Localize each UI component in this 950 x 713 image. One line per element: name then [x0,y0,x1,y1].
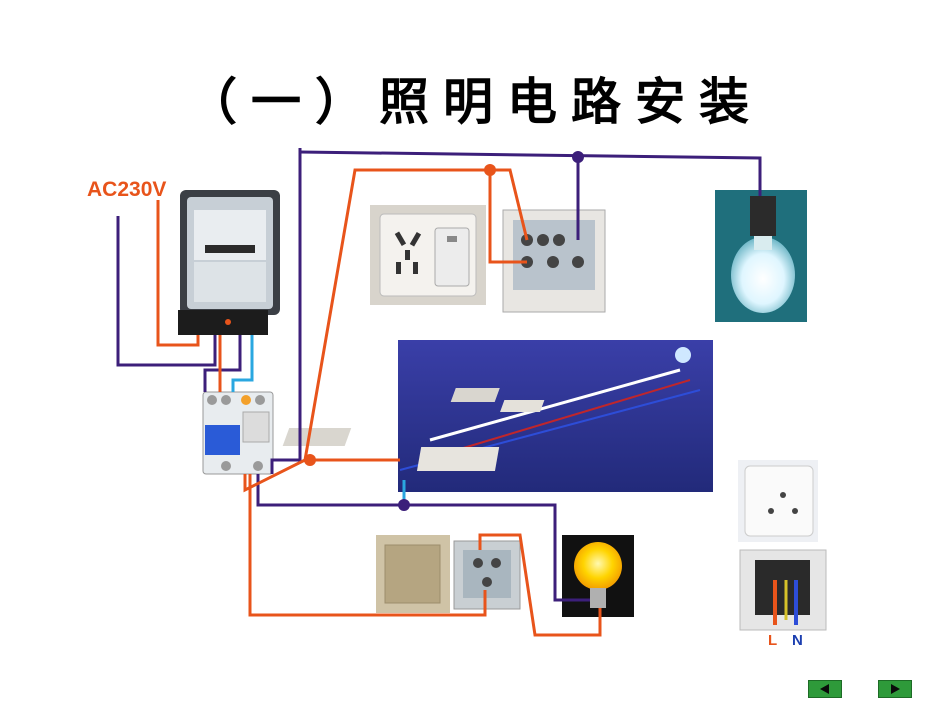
wall-socket-back-photo [739,549,827,631]
junction-dot [304,454,316,466]
lit-bulb-photo [562,535,634,617]
junction-dot [572,151,584,163]
neutral-wire-network [116,148,762,602]
neutral-terminal-label: N [792,632,803,649]
wall-socket-photo [738,460,818,542]
ceiling-bulb-photo [715,190,807,322]
circuit-breaker [202,391,274,475]
socket-front-photo [370,205,486,305]
electricity-meter [178,190,280,335]
switch-back-photo [453,540,521,610]
live-terminal-label: L [768,632,778,649]
triangle-left-icon [820,684,829,694]
triangle-right-icon [891,684,900,694]
socket-back-photo [502,209,606,313]
page-title: （一）照明电路安装 [187,72,763,131]
junction-dot [398,499,410,511]
previous-slide-button[interactable] [808,680,842,698]
wiring-3d-scene [282,340,713,492]
wall-switch-photo [376,535,450,613]
supply-voltage-label: AC230V [87,178,167,201]
junction-dot [484,164,496,176]
next-slide-button[interactable] [878,680,912,698]
